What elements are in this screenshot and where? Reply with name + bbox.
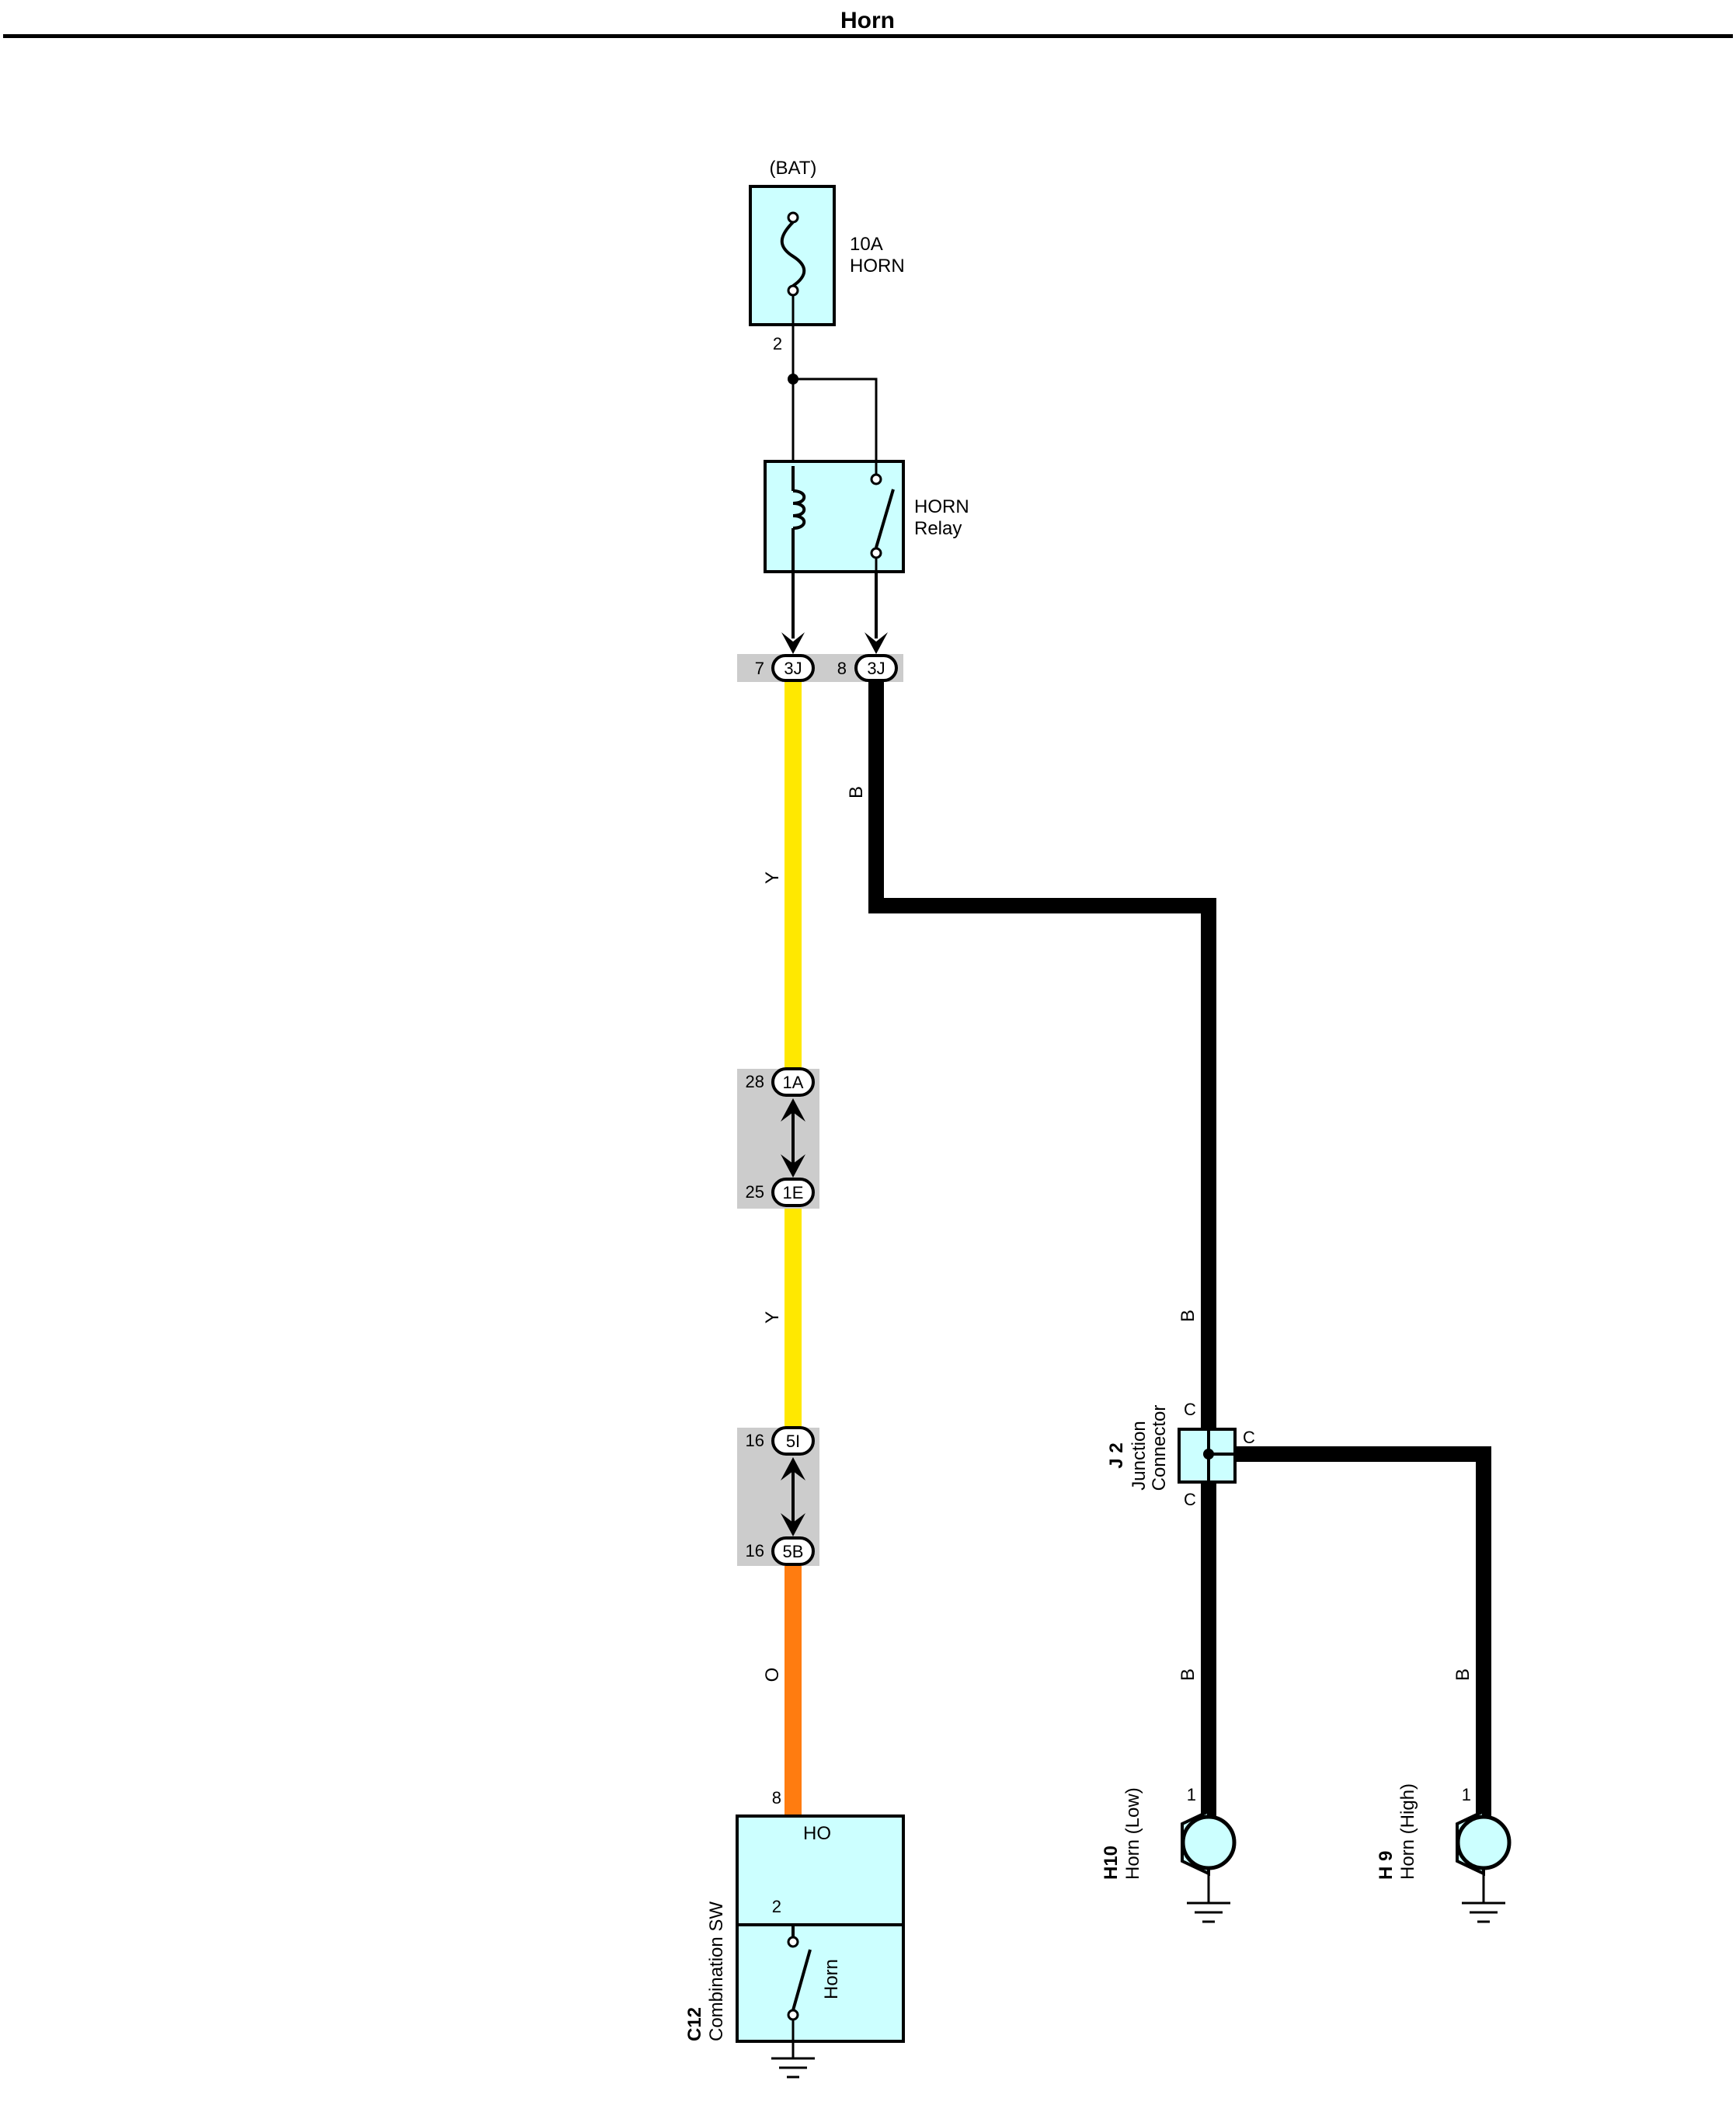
horn-relay-box [764, 460, 905, 573]
combination-switch-box [736, 1814, 905, 2043]
connector-7-arrow-icon [781, 632, 805, 654]
junction-term-right: C [1243, 1428, 1255, 1447]
connector-16a-code: 5I [786, 1432, 800, 1451]
combination-switch-terminal: HO [803, 1823, 831, 1844]
battery-label: (BAT) [770, 158, 817, 179]
horn-high-ground-icon [1462, 1901, 1505, 1923]
double-arrow-5i-5b-icon [781, 1457, 805, 1536]
connector-16a-pin: 16 [746, 1431, 764, 1450]
wire-black-relay-to-junction [868, 676, 1216, 1429]
fuse-pin: 2 [773, 334, 782, 353]
fuse-rating: 10A [850, 234, 883, 255]
wire-black-junction-to-horn-high [1235, 1446, 1491, 1816]
horn-low-id: H10 [1101, 1846, 1122, 1880]
junction-id: J 2 [1106, 1442, 1127, 1468]
connector-7-3j: 3J [771, 654, 815, 682]
wire-label-o: O [762, 1668, 783, 1682]
connector-28-1a: 1A [771, 1067, 815, 1097]
horn-high-id: H 9 [1376, 1851, 1397, 1880]
relay-coil-icon [791, 466, 806, 572]
wire-label-y-lower: Y [762, 1311, 783, 1324]
wire-label-b-upper: B [1178, 1310, 1199, 1322]
connector-16b-pin: 16 [746, 1541, 764, 1560]
title-rule [3, 34, 1733, 38]
combination-switch-pin-top: 8 [772, 1788, 781, 1808]
wire-label-b-high: B [1452, 1668, 1473, 1681]
connector-7-pin: 7 [755, 659, 764, 678]
junction-term-top: C [1184, 1400, 1196, 1419]
horn-high-icon [1456, 1808, 1512, 1903]
horn-low-icon [1181, 1808, 1237, 1903]
combination-switch-id: C12 [684, 2007, 705, 2041]
horn-low-pin: 1 [1187, 1785, 1196, 1804]
connector-16-5i: 5I [771, 1426, 815, 1456]
horn-low-name: Horn (Low) [1122, 1787, 1143, 1880]
combination-switch-pin-bottom: 2 [772, 1897, 781, 1916]
connector-16-5b: 5B [771, 1536, 815, 1566]
connector-28-pin: 28 [746, 1072, 764, 1091]
connector-25-1e: 1E [771, 1178, 815, 1207]
connector-8-pin: 8 [837, 659, 847, 678]
relay-contact-supply-wire [793, 378, 878, 475]
relay-label-line1: HORN [914, 496, 969, 517]
junction-term-bottom: C [1184, 1490, 1196, 1509]
horn-switch-icon [787, 1925, 812, 2058]
horn-low-ground-icon [1187, 1901, 1230, 1923]
wire-label-b-low: B [1178, 1668, 1199, 1681]
wire-label-b-relay: B [846, 786, 867, 799]
fuse-name: HORN [850, 256, 905, 277]
ground-icon [771, 2057, 815, 2079]
horn-high-name: Horn (High) [1397, 1783, 1418, 1880]
junction-name-line2: Connector [1149, 1405, 1170, 1491]
horn-switch-label: Horn [821, 1959, 842, 1999]
connector-8-3j: 3J [854, 654, 898, 682]
connector-7-code: 3J [784, 659, 802, 678]
diagram-title: Horn [840, 8, 895, 33]
junction-internal-icon [1203, 1429, 1235, 1482]
combination-switch-name: Combination SW [706, 1901, 727, 2041]
relay-switch-icon [870, 461, 895, 572]
connector-25-pin: 25 [746, 1182, 764, 1202]
connector-25-code: 1E [783, 1183, 804, 1202]
wire-label-y-upper: Y [762, 872, 783, 884]
double-arrow-1a-1e-icon [781, 1098, 805, 1178]
horn-high-pin: 1 [1462, 1785, 1471, 1804]
connector-16b-code: 5B [783, 1542, 804, 1561]
connector-28-code: 1A [783, 1073, 804, 1092]
connector-8-arrow-icon [865, 632, 888, 654]
junction-name-line1: Junction [1129, 1421, 1150, 1490]
relay-label-line2: Relay [914, 518, 962, 539]
connector-8-code: 3J [867, 659, 885, 678]
